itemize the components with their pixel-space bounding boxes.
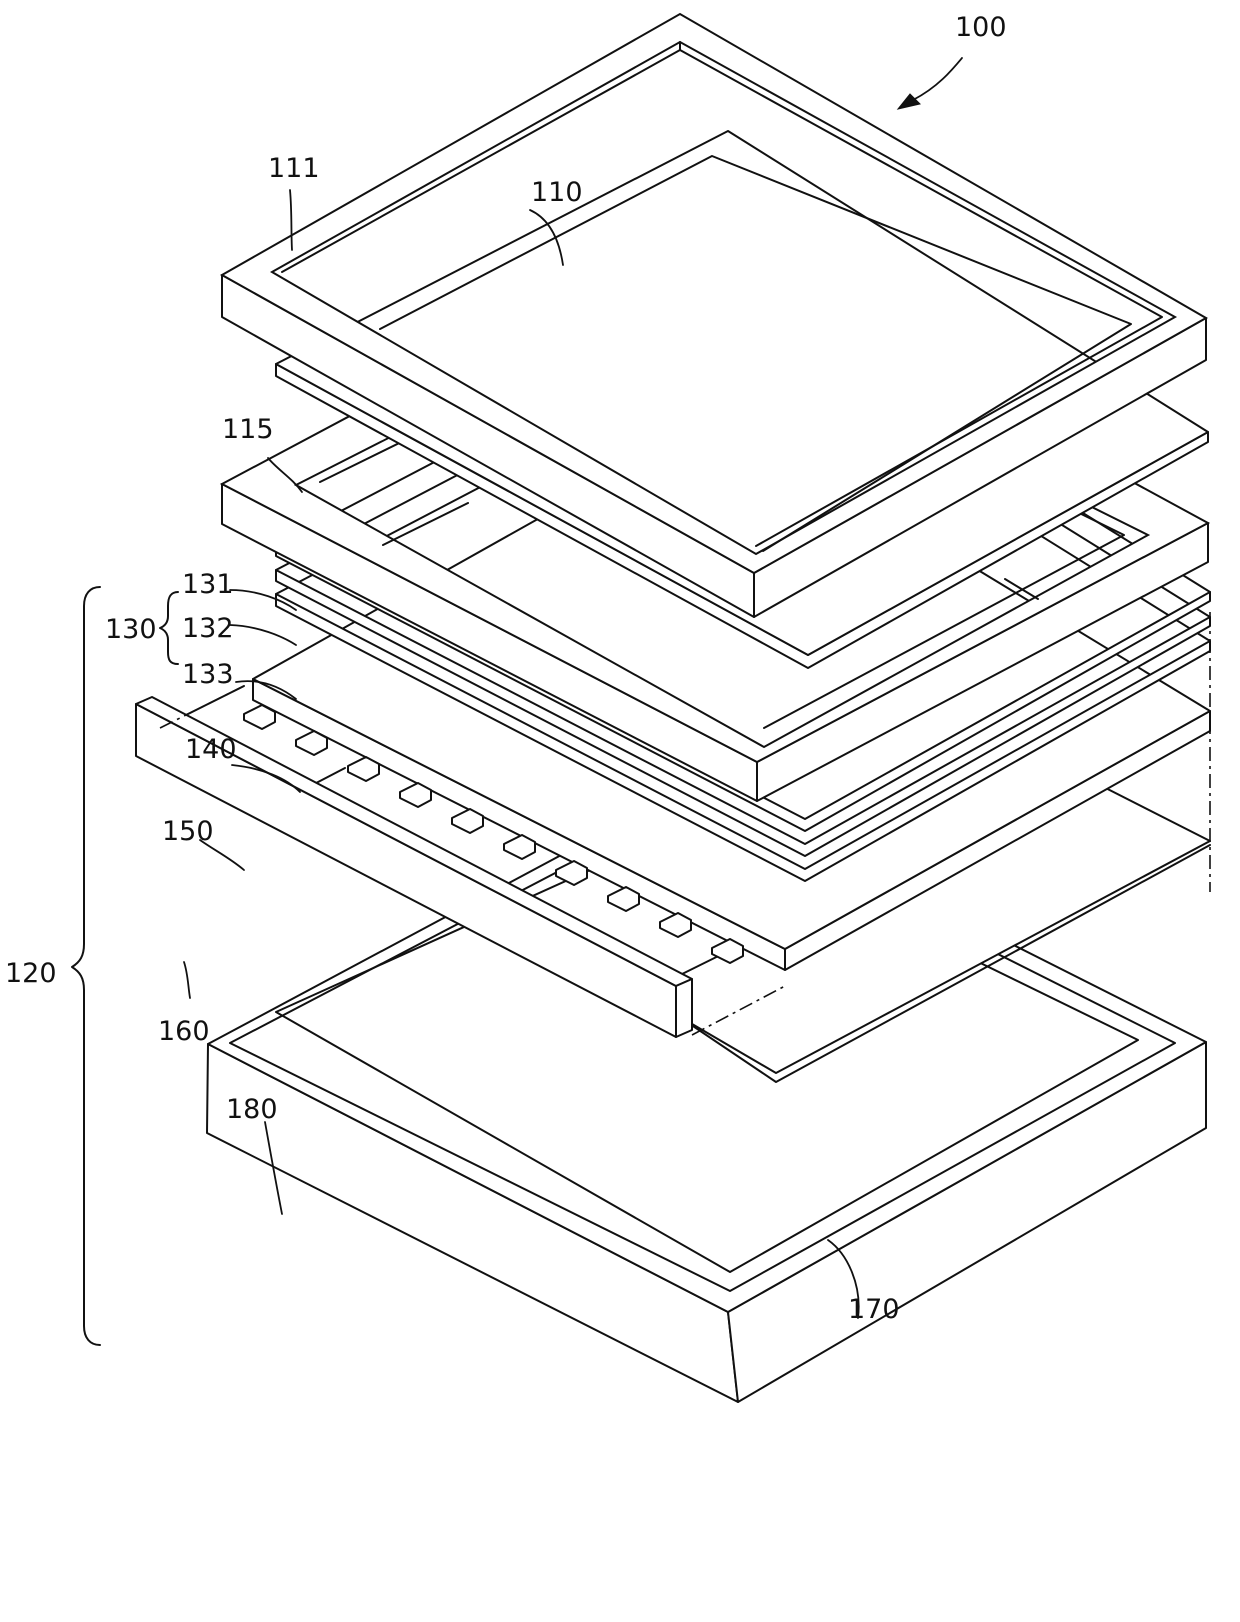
led-3 [348, 757, 379, 781]
label-150: 150 [162, 816, 214, 847]
arrowhead-100 [898, 94, 920, 109]
label-132: 132 [182, 613, 234, 644]
brace-120 [72, 587, 100, 1345]
label-140: 140 [185, 734, 237, 765]
label-130: 130 [105, 614, 157, 645]
led-2 [296, 731, 327, 755]
led-6 [504, 835, 535, 859]
label-180: 180 [226, 1094, 278, 1125]
label-170: 170 [848, 1294, 900, 1325]
label-133: 133 [182, 659, 234, 690]
led-1 [244, 705, 275, 729]
brace-130 [160, 592, 178, 664]
label-111: 111 [268, 153, 320, 184]
label-120: 120 [5, 958, 57, 989]
label-110: 110 [531, 177, 583, 208]
label-100: 100 [955, 12, 1007, 43]
led-4 [400, 783, 431, 807]
label-160: 160 [158, 1016, 210, 1047]
led-5 [452, 809, 483, 833]
label-131: 131 [182, 569, 234, 600]
label-115: 115 [222, 414, 274, 445]
